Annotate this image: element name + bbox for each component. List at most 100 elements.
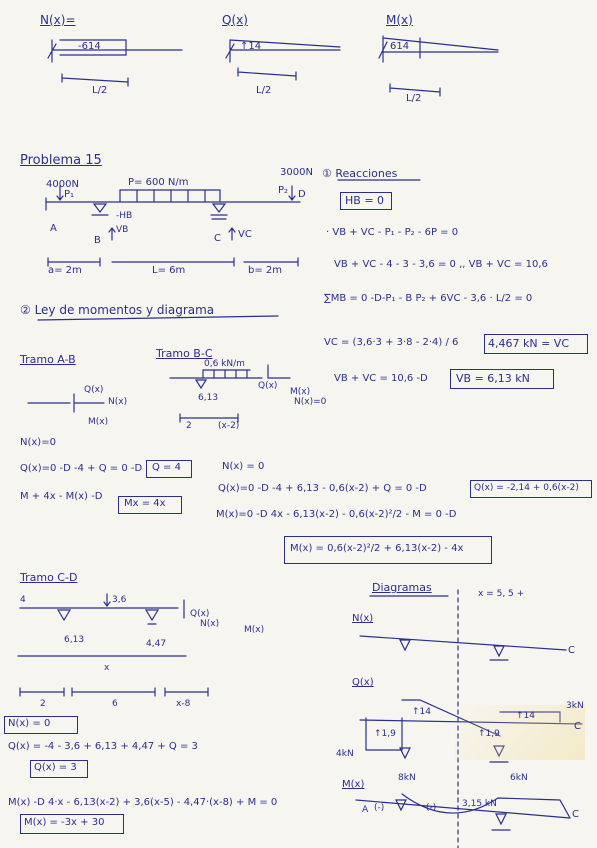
eq-sum-moments: ∑MB = 0 -D-P₁ - B P₂ + 6VC - 3,6 · L/2 =…: [324, 293, 533, 304]
top-q-label: Q(x): [222, 13, 248, 27]
dim-a: a= 2m: [48, 265, 82, 276]
q-left-force: 4kN: [336, 749, 354, 759]
bc-n-result: N(x) = 0: [222, 461, 265, 472]
diagram-n-end: C: [568, 645, 575, 656]
ab-n-label: N(x): [108, 397, 128, 407]
top-q-dim: L/2: [256, 85, 272, 96]
diagram-q-label: Q(x): [352, 677, 374, 688]
top-n-value: -614: [78, 41, 101, 52]
cd-reaction-b: 6,13: [64, 635, 85, 645]
bc-q-box: [470, 480, 592, 498]
cd-x: x: [104, 663, 110, 673]
ab-n-result: N(x)=0: [20, 437, 56, 448]
reactions-title: ① Reacciones: [322, 167, 398, 180]
top-n-label: N(x)=: [40, 13, 76, 27]
point-d: D: [298, 189, 306, 200]
bc-q-label: Q(x): [258, 381, 278, 391]
cd-n-box: [4, 716, 78, 734]
cd-q-label: Q(x): [190, 609, 210, 619]
diagram-n-label: N(x): [352, 613, 374, 624]
q-right-force: 3kN: [566, 701, 584, 711]
force-right: 3000N: [280, 167, 313, 178]
ab-q-result: Q = 4: [152, 462, 181, 473]
bc-load: 0,6 kN/m: [204, 359, 245, 369]
cd-force-36: 3,6: [112, 595, 127, 605]
bc-reaction: 6,13: [198, 393, 219, 403]
point-a: A: [50, 223, 57, 234]
cd-q-result: Q(x) = 3: [34, 762, 77, 773]
m-value-3: 3,15 kN: [462, 799, 497, 809]
cd-q-box: [30, 760, 88, 778]
point-b: B: [94, 235, 101, 246]
cd-reaction-c: 4,47: [146, 639, 167, 649]
distributed-load: P= 600 N/m: [128, 177, 189, 188]
diagram-m-label: M(x): [342, 779, 365, 790]
tramo-cd-title: Tramo C-D: [20, 571, 78, 584]
cd-m-label: M(x): [244, 625, 265, 635]
cd-n-result: N(x) = 0: [8, 718, 51, 729]
diagram-x-note: x = 5, 5 +: [478, 589, 525, 599]
eq-sum-forces: · VB + VC - P₁ - P₂ - 6P = 0: [326, 227, 459, 238]
vc-box: [484, 334, 588, 354]
vb-label: VB: [116, 225, 129, 235]
m-value-2: (-): [426, 803, 437, 813]
bc-m-result: M(x) = 0,6(x-2)²/2 + 6,13(x-2) - 4x: [290, 543, 464, 554]
vc-label: VC: [238, 229, 252, 240]
m-point-a: A: [362, 805, 369, 815]
force-left: 4000N: [46, 179, 79, 190]
problem-title: Problema 15: [20, 153, 102, 168]
bc-dim-2: 2: [186, 421, 192, 431]
q-value-1: ↑14: [412, 707, 431, 717]
eq-sum-values: VB + VC - 4 - 3 - 3,6 = 0 ,, VB + VC = 1…: [334, 259, 548, 270]
diagram-q-end: C: [574, 721, 581, 732]
m-top-1: 8kN: [398, 773, 416, 783]
p2-label: P₂: [278, 185, 289, 196]
diagrams-title: Diagramas: [372, 581, 432, 594]
ab-q-label: Q(x): [84, 385, 104, 395]
q-value-2: ↑1,9: [374, 729, 396, 739]
vb-result: VB = 6,13 kN: [456, 372, 530, 385]
bc-m-label: M(x): [290, 387, 311, 397]
bc-n-small: N(x)=0: [294, 397, 327, 407]
vb-box: [450, 369, 554, 389]
moments-title: ② Ley de momentos y diagrama: [20, 303, 215, 317]
top-n-dim: L/2: [92, 85, 108, 96]
bc-m-box: [284, 536, 492, 564]
ab-q-equation: Q(x)=0 -D -4 + Q = 0 -D: [20, 463, 143, 474]
point-c: C: [214, 233, 221, 244]
diagram-m-end: C: [572, 809, 579, 820]
hb-result: HB = 0: [345, 194, 385, 207]
dim-b: b= 2m: [248, 265, 283, 276]
hb-label: -HB: [116, 211, 133, 221]
bc-m-equation: M(x)=0 -D 4x - 6,13(x-2) - 0,6(x-2)²/2 -…: [216, 509, 457, 520]
ab-m-equation: M + 4x - M(x) -D: [20, 491, 103, 502]
tramo-bc-title: Tramo B-C: [156, 347, 213, 360]
vb-equation: VB + VC = 10,6 -D: [334, 373, 428, 384]
m-value-1: (-): [374, 803, 385, 813]
bc-q-result: Q(x) = -2,14 + 0,6(x-2): [474, 483, 579, 493]
bc-dim-x2: (x-2): [218, 421, 240, 431]
m-top-2: 6kN: [510, 773, 528, 783]
top-m-label: M(x): [386, 13, 413, 27]
ab-m-label: M(x): [88, 417, 109, 427]
q-value-4: ↑1,9: [478, 729, 500, 739]
p1-label: P₁: [64, 189, 75, 200]
cd-m-box: [20, 814, 124, 834]
vc-equation: VC = (3,6·3 + 3·8 - 2·4) / 6: [324, 337, 459, 348]
highlight-smudge: [455, 705, 585, 760]
cd-dim-2: 2: [40, 699, 46, 709]
top-m-dim: L/2: [406, 93, 422, 104]
q-value-3: ↑14: [516, 711, 535, 721]
ab-m-box: [118, 496, 182, 514]
cd-dim-6: 6: [112, 699, 118, 709]
ab-q-box: [146, 460, 192, 478]
tramo-ab-title: Tramo A-B: [20, 353, 76, 366]
top-m-value: 614: [390, 41, 410, 52]
cd-q-equation: Q(x) = -4 - 3,6 + 6,13 + 4,47 + Q = 3: [8, 741, 198, 752]
cd-m-equation: M(x) -D 4·x - 6,13(x-2) + 3,6(x-5) - 4,4…: [8, 797, 278, 808]
cd-n-label: N(x): [200, 619, 220, 629]
cd-force-4: 4: [20, 595, 26, 605]
hb-box: [340, 192, 392, 210]
